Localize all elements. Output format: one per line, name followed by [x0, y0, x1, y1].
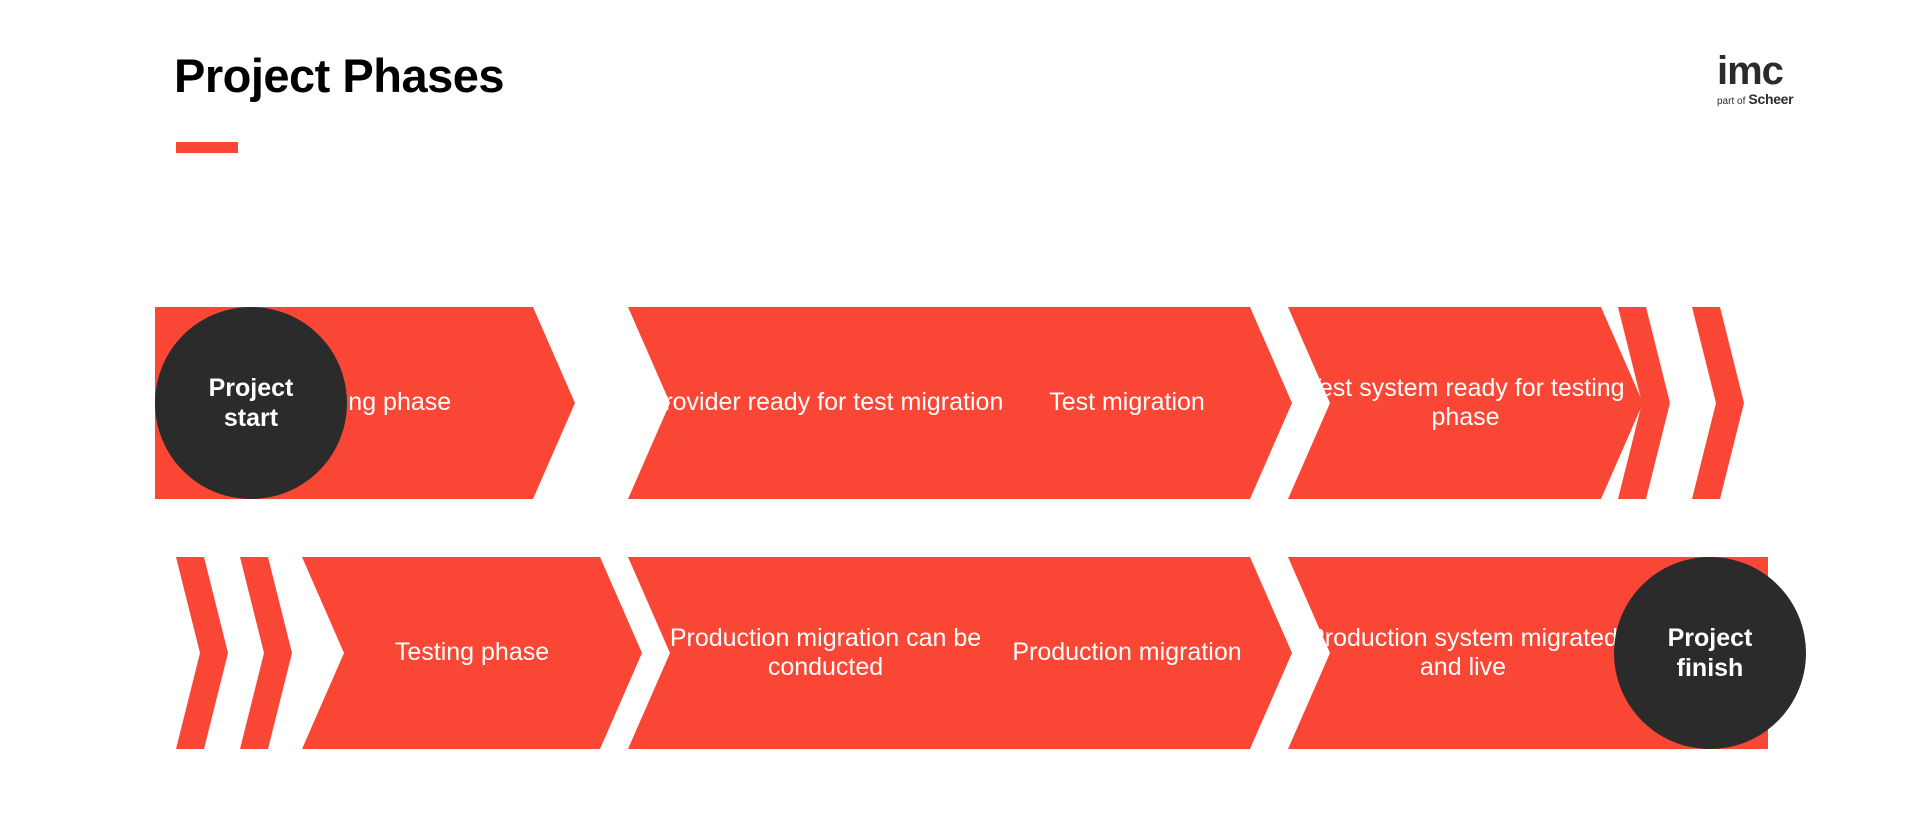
logo-tagline: part of Scheer [1717, 92, 1813, 107]
terminus-label: Project finish [1668, 623, 1753, 683]
page-header: Project Phases imc part of Scheer [0, 0, 1921, 190]
phase-step-label: Test migration [1049, 388, 1205, 417]
flow-continuation-marker-icon [1692, 307, 1744, 499]
brand-logo: imc part of Scheer [1717, 49, 1813, 107]
title-accent-bar [176, 142, 238, 153]
phase-step-label: Test system ready for testing phase [1306, 373, 1625, 431]
logo-tagline-light: part of [1717, 96, 1746, 107]
phase-step-production-migration[interactable]: Production migration [962, 557, 1292, 749]
terminus-project-start[interactable]: Project start [155, 307, 347, 499]
flow-continuation-marker-icon [240, 557, 292, 749]
phase-step-label: Production migration can be conducted [669, 623, 982, 681]
logo-wordmark: imc [1717, 49, 1784, 93]
terminus-label: Project start [209, 373, 294, 433]
phase-step-testing-phase[interactable]: Testing phase [302, 557, 642, 749]
flow-continuation-marker-icon [176, 557, 228, 749]
page-title: Project Phases [174, 49, 505, 102]
phase-step-label: Production migration [1012, 638, 1242, 667]
process-flow-row-1: Planning phase Provider ready for test m… [0, 307, 1921, 499]
phase-step-test-migration[interactable]: Test migration [962, 307, 1292, 499]
phase-step-production-migration-conducted[interactable]: Production migration can be conducted [628, 557, 1023, 749]
terminus-label-line2: start [223, 404, 279, 432]
phase-step-label: Provider ready for test migration [647, 388, 1004, 417]
terminus-label-line2: finish [1676, 654, 1744, 682]
phase-step-provider-ready[interactable]: Provider ready for test migration [628, 307, 1023, 499]
process-flow-row-2: Testing phase Production migration can b… [0, 557, 1921, 749]
terminus-label-line1: Project [208, 374, 294, 402]
phase-step-label: Testing phase [394, 638, 550, 667]
terminus-label-line1: Project [1667, 624, 1753, 652]
phase-step-test-system-ready[interactable]: Test system ready for testing phase [1288, 307, 1643, 499]
phase-step-label: Production system migrated and live [1308, 623, 1618, 682]
terminus-project-finish[interactable]: Project finish [1614, 557, 1806, 749]
logo-tagline-bold: Scheer [1748, 91, 1794, 107]
